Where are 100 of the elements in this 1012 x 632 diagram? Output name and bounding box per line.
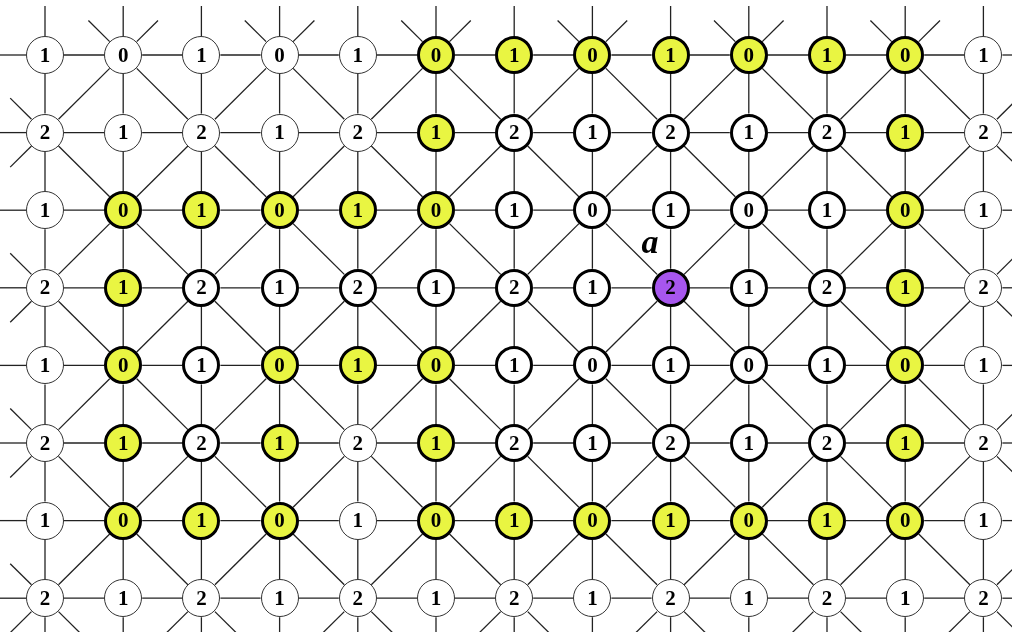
connector-line bbox=[513, 228, 515, 270]
connector-line bbox=[44, 538, 46, 580]
connector-line bbox=[200, 461, 203, 503]
node-circle: 1 bbox=[808, 36, 846, 74]
connector-line bbox=[136, 222, 189, 276]
node-circle: 0 bbox=[573, 346, 612, 385]
connector-line bbox=[683, 145, 736, 198]
node-circle: 1 bbox=[964, 191, 1003, 230]
connector-line bbox=[454, 131, 496, 134]
node-circle: 0 bbox=[260, 346, 299, 385]
connector-line bbox=[214, 378, 267, 431]
connector-line bbox=[44, 228, 46, 270]
node-circle: 0 bbox=[417, 36, 455, 74]
connector-line bbox=[278, 228, 281, 270]
connector-line bbox=[688, 287, 731, 289]
node-circle: 0 bbox=[886, 346, 925, 385]
node-circle: 2 bbox=[182, 579, 221, 618]
connector-line bbox=[44, 461, 46, 503]
node-circle: 0 bbox=[260, 191, 299, 230]
connector-line bbox=[869, 19, 893, 43]
connector-line bbox=[57, 300, 111, 353]
node-circle: 1 bbox=[338, 191, 377, 230]
node-circle: 1 bbox=[182, 346, 221, 385]
connector-line bbox=[982, 228, 985, 270]
connector-line bbox=[556, 19, 580, 43]
node-circle: 2 bbox=[182, 113, 221, 152]
connector-line bbox=[219, 519, 262, 522]
connector-line bbox=[527, 455, 580, 508]
connector-line bbox=[57, 610, 81, 632]
node-circle: 0 bbox=[729, 36, 768, 74]
connector-line bbox=[669, 538, 672, 580]
connector-line bbox=[214, 455, 267, 508]
connector-line bbox=[136, 300, 189, 353]
connector-line bbox=[292, 533, 345, 586]
connector-line bbox=[527, 222, 580, 276]
node-circle: 0 bbox=[886, 501, 925, 540]
node-circle: 1 bbox=[260, 113, 299, 152]
node-circle: 0 bbox=[104, 346, 143, 385]
connector-line bbox=[605, 378, 658, 431]
node-circle: 1 bbox=[495, 36, 534, 74]
connector-line bbox=[63, 519, 105, 522]
connector-line bbox=[219, 54, 262, 56]
connector-line bbox=[605, 455, 658, 508]
connector-line bbox=[136, 67, 189, 120]
connector-line bbox=[532, 54, 575, 56]
node-circle: 2 bbox=[182, 268, 221, 307]
node-circle: 2 bbox=[495, 579, 534, 618]
node-circle: 1 bbox=[338, 36, 377, 74]
node-circle: 1 bbox=[417, 113, 455, 152]
connector-line bbox=[44, 306, 46, 348]
node-circle: 1 bbox=[26, 501, 64, 540]
node-circle: 1 bbox=[808, 191, 846, 230]
connector-line bbox=[748, 538, 750, 580]
connector-line bbox=[513, 538, 515, 580]
connector-line bbox=[454, 442, 496, 444]
node-circle: 2 bbox=[964, 579, 1003, 618]
connector-line bbox=[435, 228, 437, 270]
node-circle: 1 bbox=[495, 501, 534, 540]
connector-line bbox=[278, 73, 281, 115]
connector-line bbox=[435, 150, 437, 192]
connector-line bbox=[57, 222, 111, 276]
connector-line bbox=[435, 461, 437, 503]
connector-line bbox=[122, 228, 124, 270]
connector-line bbox=[605, 19, 628, 43]
connector-line bbox=[9, 407, 33, 431]
connector-line bbox=[63, 54, 105, 56]
connector-line bbox=[454, 54, 496, 56]
connector-line bbox=[923, 209, 966, 211]
connector-line bbox=[610, 54, 653, 56]
connector-line bbox=[278, 5, 281, 37]
connector-line bbox=[141, 519, 184, 522]
connector-line bbox=[591, 306, 594, 348]
node-circle: 1 bbox=[964, 346, 1003, 385]
connector-line bbox=[200, 73, 203, 115]
connector-line bbox=[219, 597, 262, 599]
connector-line bbox=[513, 383, 515, 425]
connector-line bbox=[923, 287, 966, 289]
node-circle: 1 bbox=[338, 501, 377, 540]
connector-line bbox=[400, 19, 424, 43]
connector-line bbox=[1001, 364, 1012, 367]
connector-line bbox=[292, 19, 316, 43]
connector-line bbox=[839, 300, 893, 353]
node-circle: 2 bbox=[26, 424, 64, 462]
node-circle: 0 bbox=[886, 191, 925, 230]
connector-line bbox=[826, 73, 828, 115]
connector-line bbox=[845, 131, 887, 134]
connector-line bbox=[214, 533, 267, 586]
connector-line bbox=[200, 306, 203, 348]
connector-line bbox=[610, 364, 653, 367]
connector-line bbox=[44, 616, 46, 632]
node-circle: 1 bbox=[26, 346, 64, 385]
connector-line bbox=[513, 461, 515, 503]
connector-line bbox=[761, 378, 815, 431]
connector-line bbox=[791, 610, 815, 632]
node-circle: 1 bbox=[808, 501, 846, 540]
node-circle: 2 bbox=[338, 113, 377, 152]
connector-line bbox=[532, 287, 575, 289]
connector-line bbox=[683, 222, 736, 276]
connector-line bbox=[527, 610, 550, 632]
connector-line bbox=[761, 145, 815, 198]
